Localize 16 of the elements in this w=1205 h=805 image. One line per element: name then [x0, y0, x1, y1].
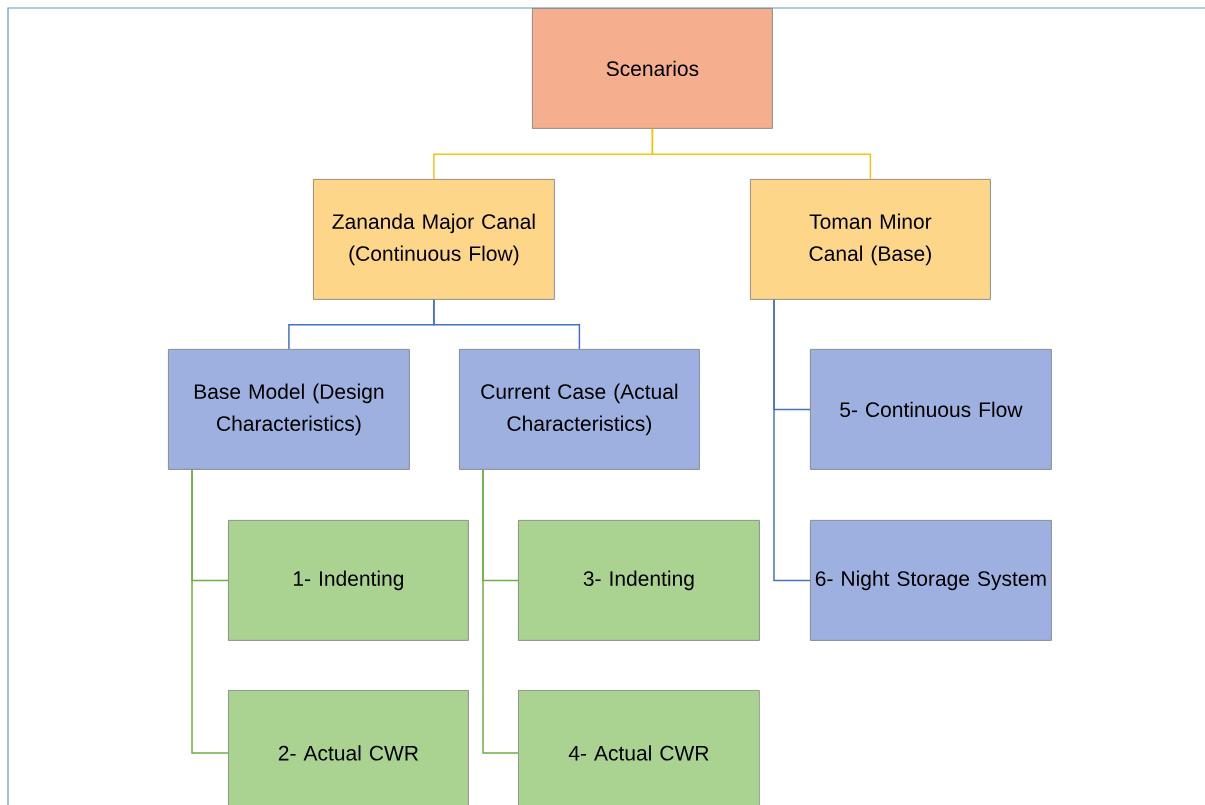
box: 1- Indenting	[228, 520, 469, 641]
box: 3- Indenting	[518, 520, 760, 641]
connector-line	[773, 299, 811, 582]
box: 6- Night Storage System	[810, 520, 1052, 641]
box: 4- Actual CWR	[518, 690, 760, 805]
connector-line	[482, 469, 519, 754]
connector-line	[433, 299, 581, 350]
box: Base Model (Design Characteristics)	[168, 349, 410, 470]
box: 5- Continuous Flow	[810, 349, 1052, 470]
connector-line	[191, 469, 229, 754]
box: Zananda Major Canal (Continuous Flow)	[313, 179, 555, 300]
box: Current Case (Actual Characteristics)	[459, 349, 700, 470]
box: Toman Minor Canal (Base)	[750, 179, 991, 300]
box: 2- Actual CWR	[228, 690, 469, 805]
box: Scenarios	[532, 8, 773, 129]
connector-line	[651, 128, 872, 180]
